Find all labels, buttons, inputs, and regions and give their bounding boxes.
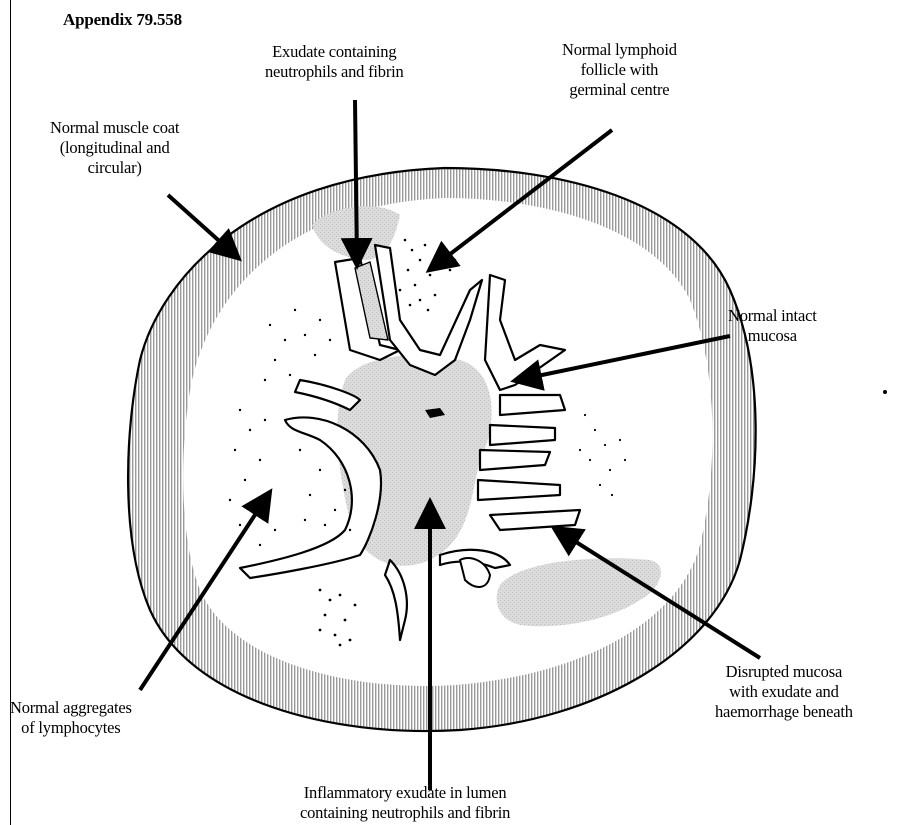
label-exudate-wall: Exudate containing neutrophils and fibri…: [265, 42, 404, 82]
arrow-exudate-wall: [355, 100, 357, 262]
arrow-muscle-coat: [168, 195, 236, 256]
label-lumen-exudate: Inflammatory exudate in lumen containing…: [300, 783, 510, 823]
label-intact-mucosa: Normal intact mucosa: [728, 306, 817, 346]
label-disrupted-mucosa: Disrupted mucosa with exudate and haemor…: [715, 662, 853, 722]
label-lymphoid-follicle: Normal lymphoid follicle with germinal c…: [562, 40, 677, 100]
label-lymph-aggregates: Normal aggregates of lymphocytes: [10, 698, 132, 738]
label-muscle-coat: Normal muscle coat (longitudinal and cir…: [50, 118, 179, 178]
stray-dot: [883, 390, 887, 394]
